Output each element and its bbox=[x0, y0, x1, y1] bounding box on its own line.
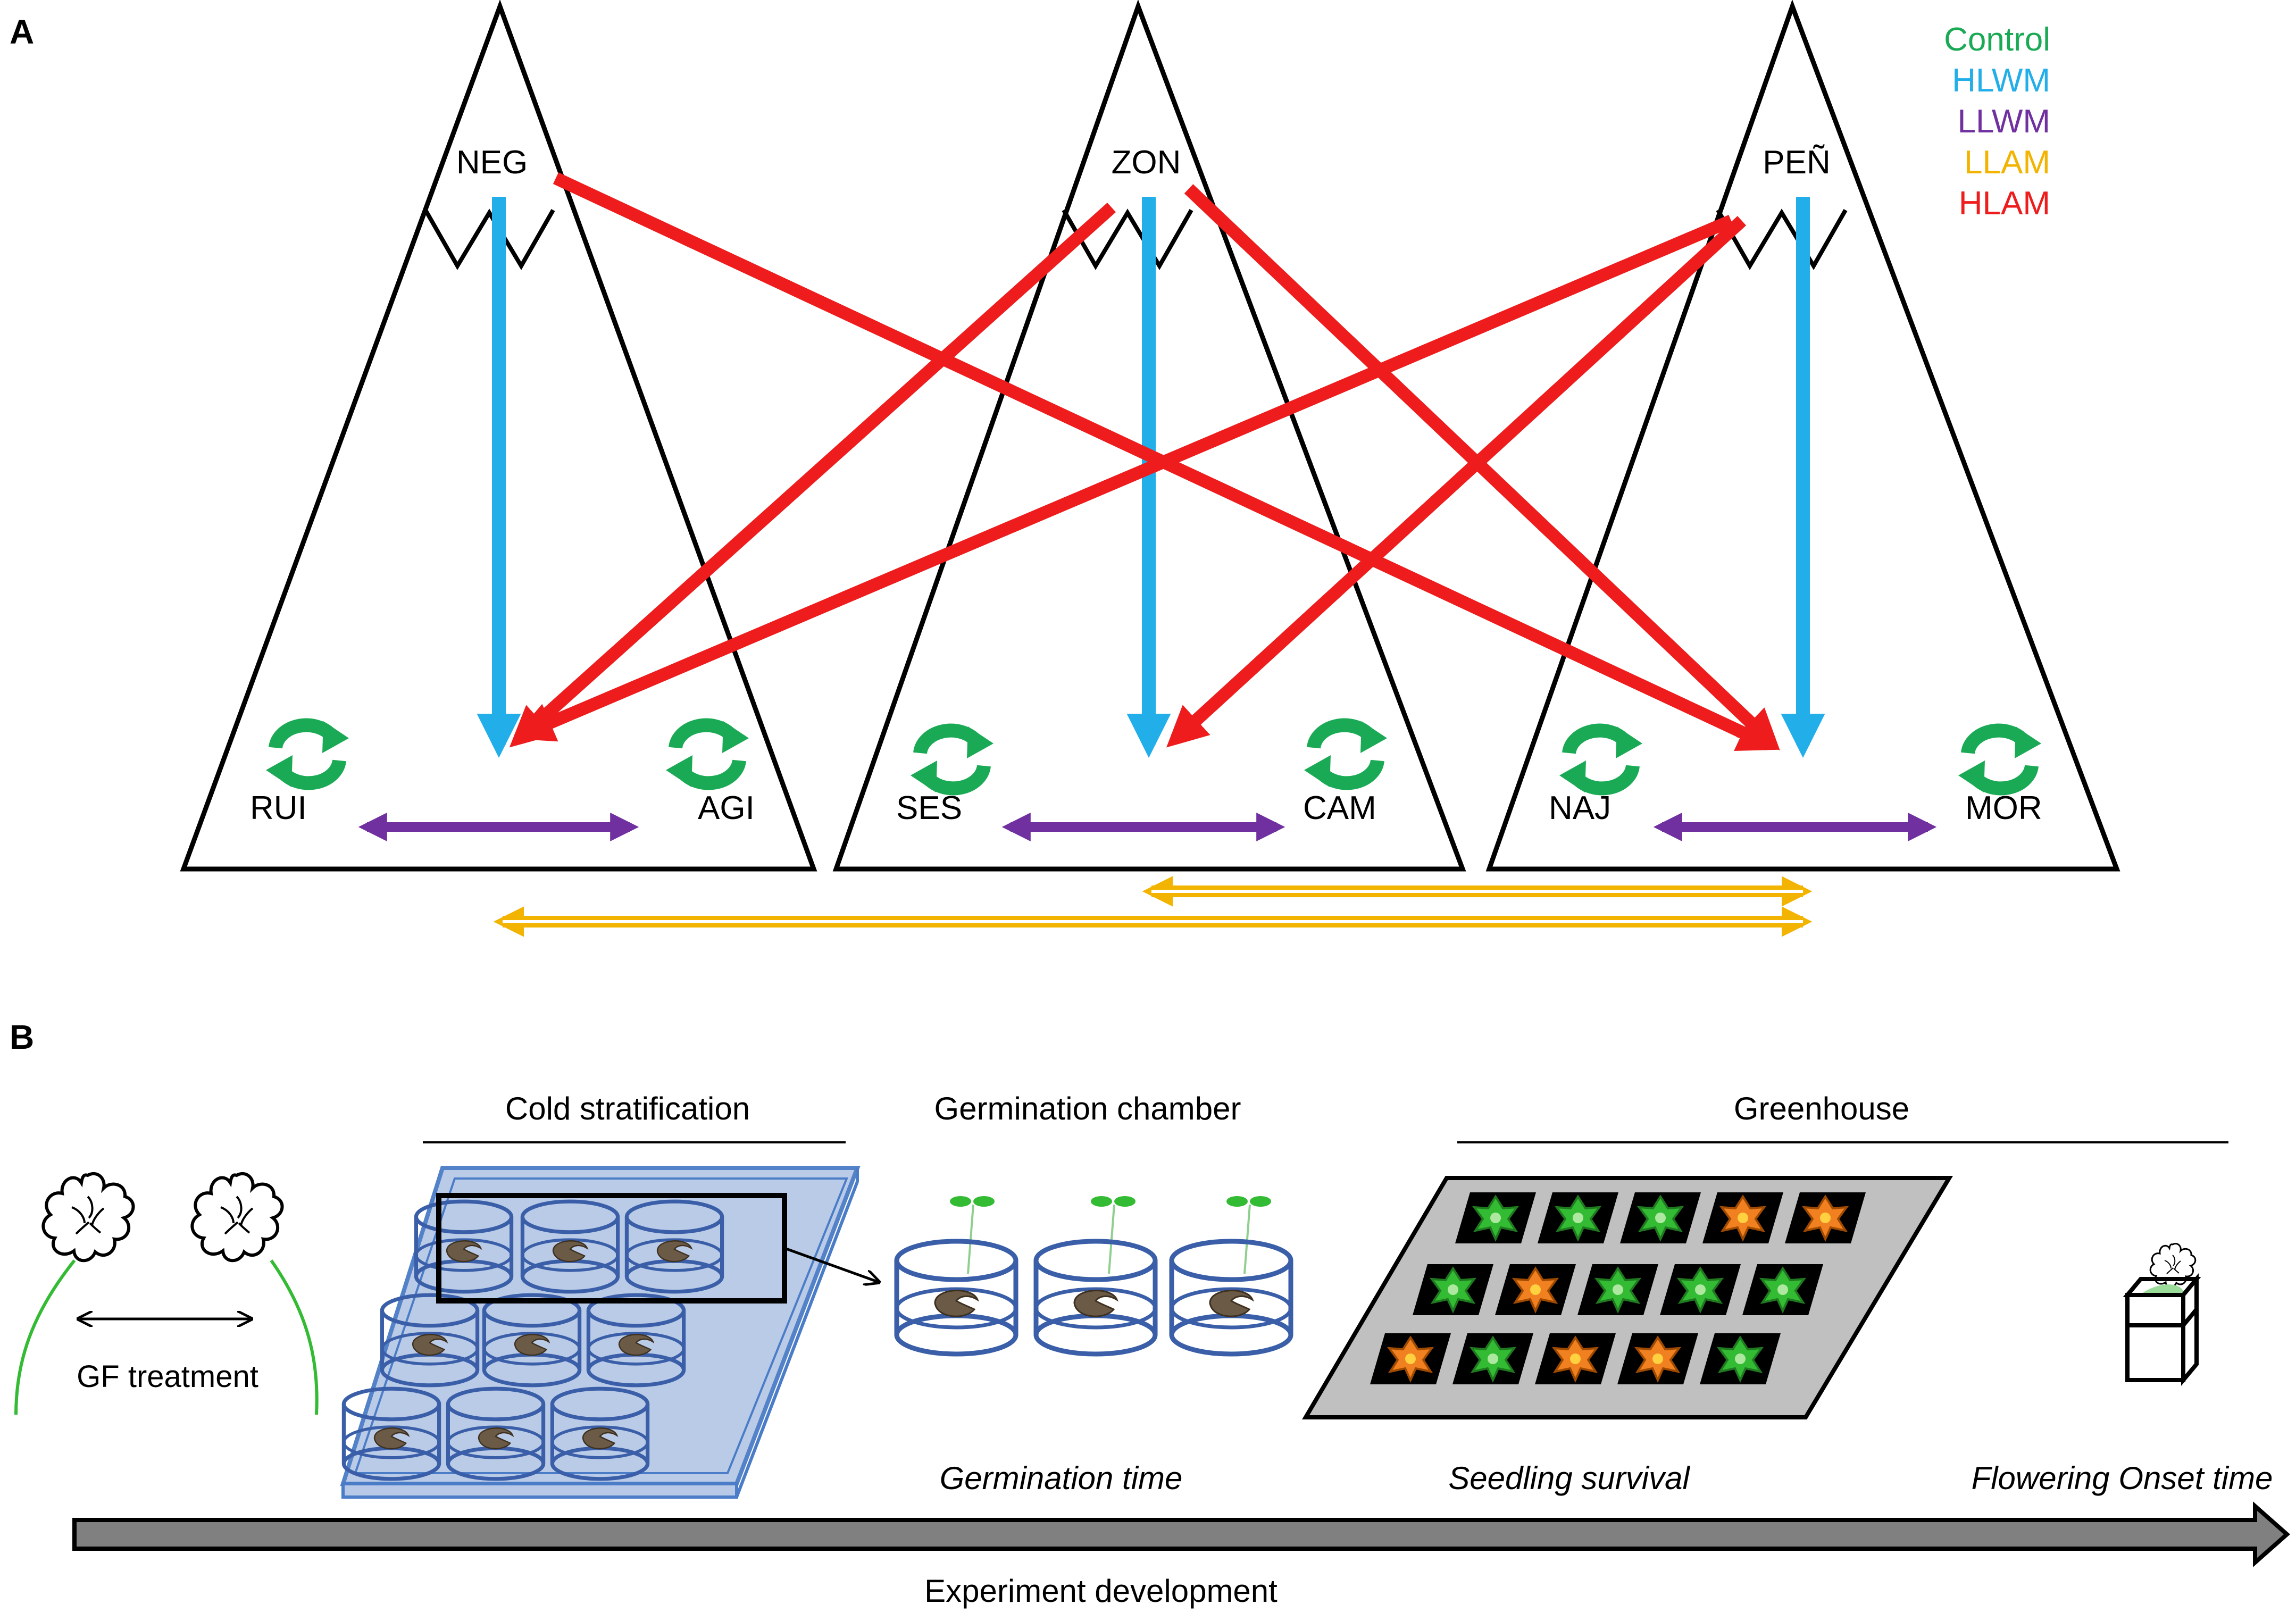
experiment-timeline-arrow bbox=[72, 1501, 2291, 1567]
experiment-development-label: Experiment development bbox=[924, 1573, 1278, 1609]
snowcap-neg bbox=[423, 208, 555, 270]
panel-a-label: A bbox=[10, 13, 34, 51]
germination-pots bbox=[897, 1195, 1291, 1354]
greenhouse-plants bbox=[1370, 1192, 1866, 1384]
site-label-mor: MOR bbox=[1965, 790, 2042, 826]
zoom-frame bbox=[436, 1193, 787, 1304]
hlam-arrow-zon-to-neg bbox=[509, 203, 1116, 748]
flowering-pot bbox=[2123, 1242, 2201, 1386]
peak-label-zon: ZON bbox=[1112, 144, 1181, 181]
site-label-naj: NAJ bbox=[1549, 790, 1611, 826]
measure-germination-time: Germination time bbox=[940, 1460, 1183, 1496]
flower-icon-left bbox=[43, 1174, 133, 1260]
snowcap-pen bbox=[1716, 208, 1848, 270]
hlam-arrow-pen-to-zon bbox=[1166, 216, 1747, 748]
legend: Control HLWM LLWM LLAM HLAM bbox=[1944, 21, 2050, 222]
legend-control: Control bbox=[1944, 21, 2050, 58]
site-label-agi: AGI bbox=[698, 790, 755, 826]
site-label-cam: CAM bbox=[1303, 790, 1376, 826]
gf-treatment-flowers bbox=[14, 1174, 319, 1415]
zoom-arrow bbox=[786, 1247, 878, 1282]
peak-label-pen: PEÑ bbox=[1763, 144, 1830, 181]
site-label-ses: SES bbox=[896, 790, 962, 826]
stratification-tray bbox=[340, 1166, 861, 1499]
stage-cold-stratification: Cold stratification bbox=[505, 1091, 750, 1126]
hlam-arrow-pen-to-neg bbox=[512, 214, 1734, 742]
legend-llam: LLAM bbox=[1964, 144, 2050, 181]
legend-hlam: HLAM bbox=[1959, 185, 2050, 222]
panel-b-label: B bbox=[10, 1018, 34, 1056]
snowcap-zon bbox=[1062, 208, 1193, 270]
stage-germination-chamber: Germination chamber bbox=[934, 1091, 1241, 1126]
legend-llwm: LLWM bbox=[1957, 103, 2050, 140]
flower-icon-right bbox=[192, 1174, 282, 1260]
stage-greenhouse: Greenhouse bbox=[1734, 1091, 1909, 1126]
peak-label-neg: NEG bbox=[456, 144, 528, 181]
measure-flowering-onset: Flowering Onset time bbox=[1972, 1460, 2273, 1496]
gf-treatment-label: GF treatment bbox=[77, 1359, 258, 1394]
measure-seedling-survival: Seedling survival bbox=[1448, 1460, 1690, 1496]
legend-hlwm: HLWM bbox=[1952, 62, 2050, 99]
site-label-rui: RUI bbox=[250, 790, 307, 826]
